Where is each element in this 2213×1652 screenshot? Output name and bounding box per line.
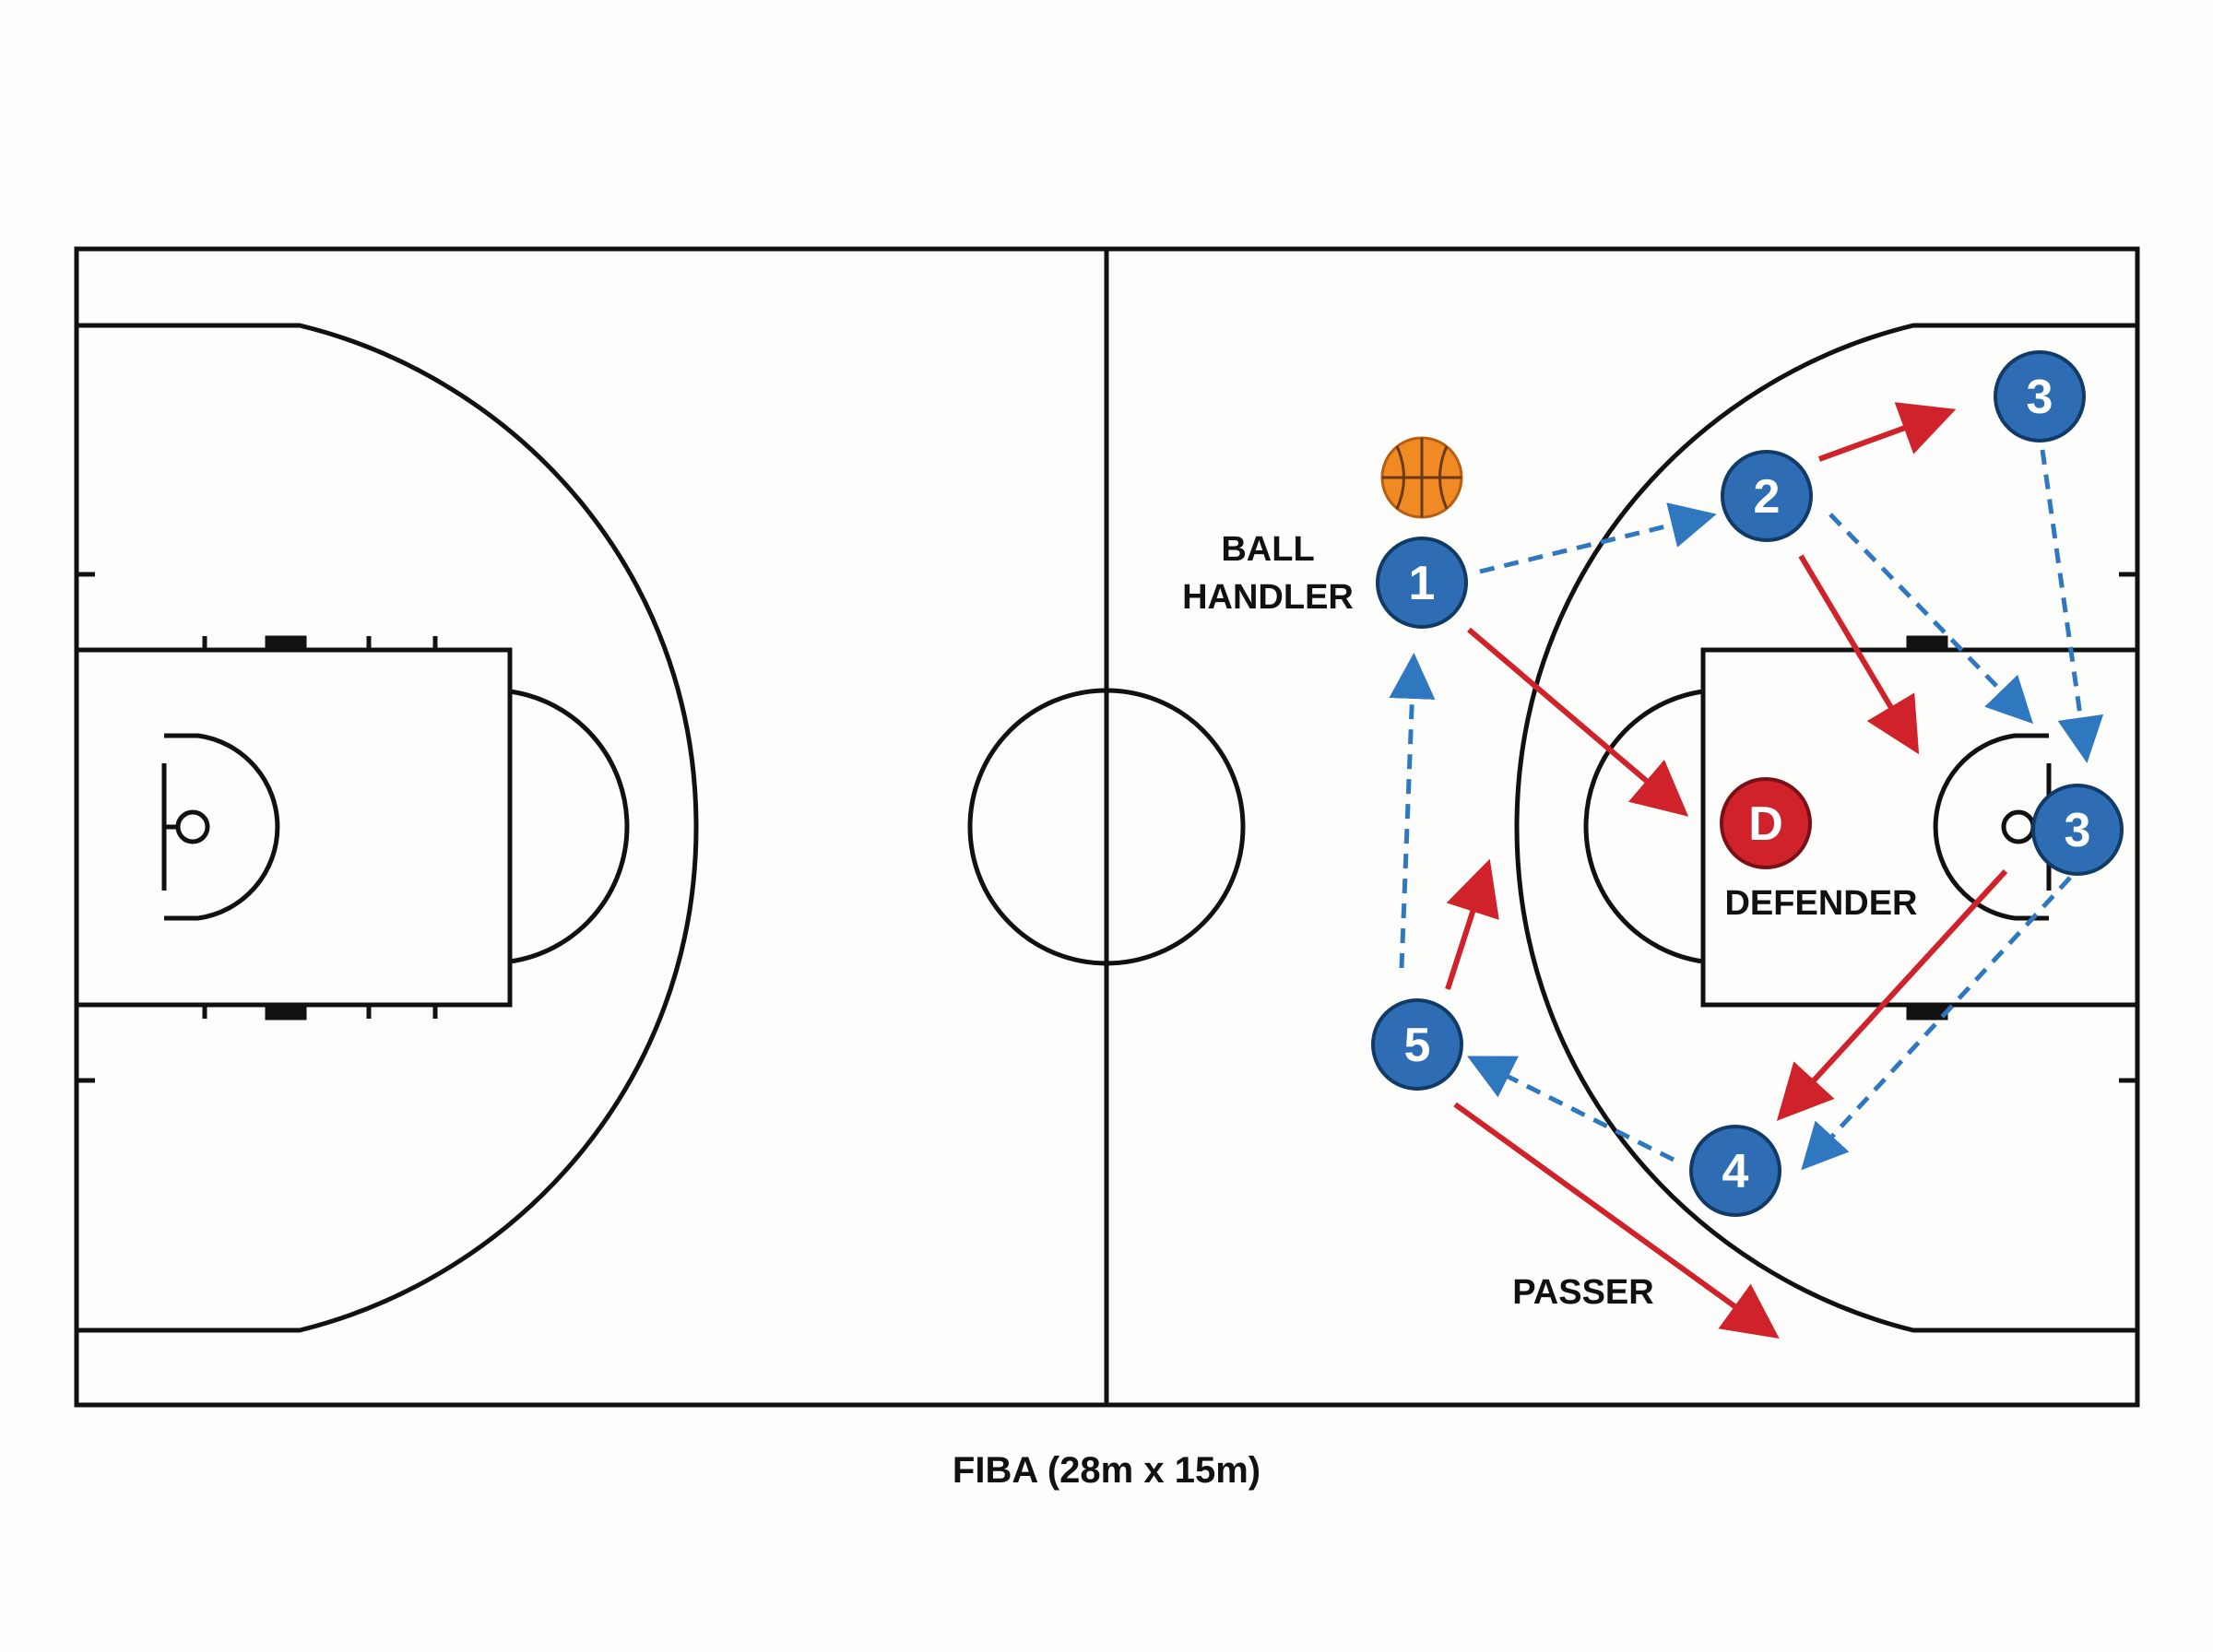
player-2-label: 2 xyxy=(1754,470,1781,524)
player-5[interactable]: 5 xyxy=(1371,998,1463,1091)
pass-arrows xyxy=(1389,449,2104,1171)
pass-arrow-5-to-1 xyxy=(1389,653,1436,969)
player-3-top-label: 3 xyxy=(2027,371,2053,424)
right-rim xyxy=(2001,809,2036,844)
defender[interactable]: D xyxy=(1720,777,1812,869)
ball-handler-label-line2: HANDLER xyxy=(1182,578,1354,617)
pass-arrow-1-to-2 xyxy=(1479,502,1717,574)
player-3-corner[interactable]: 3 xyxy=(2031,784,2124,876)
cut-arrow-2-to-3 xyxy=(1817,402,1957,462)
player-4[interactable]: 4 xyxy=(1689,1125,1781,1217)
left-restricted-area xyxy=(164,733,280,921)
court-caption: FIBA (28m x 15m) xyxy=(953,1450,1260,1491)
player-1-label: 1 xyxy=(1409,557,1436,610)
right-free-throw-semicircle xyxy=(1583,689,1704,964)
pass-arrow-4-to-5 xyxy=(1467,1056,1675,1162)
left-rim xyxy=(175,809,210,844)
cut-arrow-5-up xyxy=(1445,858,1499,990)
right-restricted-area xyxy=(1933,733,2049,921)
defender-text-label: DEFENDER xyxy=(1724,884,1917,923)
pass-arrow-3-down xyxy=(2040,449,2104,763)
passer-label: PASSER xyxy=(1512,1273,1653,1312)
player-1[interactable]: 1 xyxy=(1376,537,1468,629)
cut-arrow-2-to-paint xyxy=(1798,554,1920,755)
left-lane-marks xyxy=(77,572,438,1083)
right-three-point-line xyxy=(1514,323,2137,1333)
player-5-label: 5 xyxy=(1404,1019,1431,1072)
cut-arrows xyxy=(1445,402,2008,1339)
player-2[interactable]: 2 xyxy=(1721,450,1813,542)
basketball-icon xyxy=(1380,436,1463,519)
player-3-top[interactable]: 3 xyxy=(1994,350,2086,442)
court-lines xyxy=(74,246,2140,1408)
center-circle xyxy=(967,688,1246,966)
left-three-point-line xyxy=(77,323,699,1333)
ball-handler-label-line1: BALL xyxy=(1221,530,1314,569)
cut-arrow-1-to-lane xyxy=(1467,627,1689,817)
pass-arrow-2-to-key xyxy=(1828,513,2033,725)
player-4-label: 4 xyxy=(1722,1145,1749,1198)
player-3-corner-label: 3 xyxy=(2065,804,2091,857)
left-free-throw-semicircle xyxy=(509,689,630,964)
cut-arrow-3-to-4 xyxy=(1776,868,2008,1121)
left-key xyxy=(74,647,513,1008)
defender-label: D xyxy=(1748,797,1783,851)
cut-arrow-5-to-baseline xyxy=(1453,1102,1780,1339)
